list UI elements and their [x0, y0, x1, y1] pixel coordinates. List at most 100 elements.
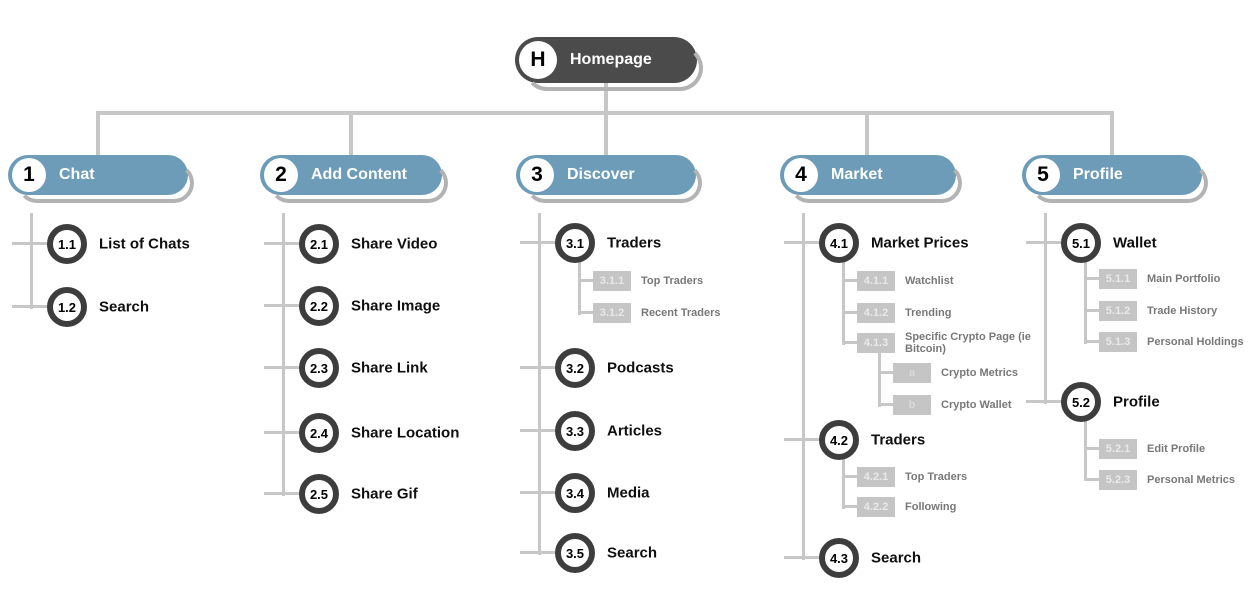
node-4-1-label: Market Prices	[871, 234, 969, 252]
node-4-1-3-a-label: Crypto Metrics	[941, 367, 1019, 379]
node-2-label: Add Content	[311, 166, 407, 183]
node-4-2-1-number: 4.2.1	[857, 467, 895, 487]
node-3-4-label: Media	[607, 484, 650, 502]
connector	[578, 311, 594, 314]
connector	[842, 341, 858, 344]
connector	[264, 431, 299, 434]
connector	[349, 111, 353, 156]
connector	[1044, 213, 1047, 404]
connector	[1084, 309, 1100, 312]
node-3-5-label: Search	[607, 544, 658, 562]
node-5-2-1-number: 5.2.1	[1099, 439, 1137, 459]
node-2-2-label: Share Image	[351, 297, 441, 315]
connector	[878, 353, 881, 407]
node-3-discover: 3 Discover	[516, 155, 702, 203]
connector	[520, 366, 555, 369]
node-5-1-2-label: Trade History	[1147, 305, 1218, 317]
connector	[578, 279, 594, 282]
node-3-1-number: 3.1	[555, 223, 595, 263]
node-5-1-2-number: 5.1.2	[1099, 301, 1137, 321]
connector	[784, 241, 819, 244]
node-3-2-label: Podcasts	[607, 359, 674, 377]
node-4-1-3-label: Specific Crypto Page (ie Bitcoin)	[905, 330, 1031, 355]
node-3-5-number: 3.5	[555, 533, 595, 573]
node-3-1-1-number: 3.1.1	[593, 271, 631, 291]
node-4-1-1-label: Watchlist	[905, 275, 954, 287]
connector	[878, 371, 894, 374]
node-4-label: Market	[831, 166, 883, 183]
node-5-1-label: Wallet	[1113, 234, 1157, 252]
node-4-2-2-label: Following	[905, 501, 957, 513]
node-5-number: 5	[1026, 158, 1060, 192]
node-3-3-label: Articles	[607, 422, 663, 440]
connector	[520, 429, 555, 432]
node-3-4-number: 3.4	[555, 473, 595, 513]
node-4-1-number: 4.1	[819, 223, 859, 263]
node-1-1-number: 1.1	[47, 224, 87, 264]
node-4-1-3-a-number: a	[893, 363, 931, 383]
connector	[264, 366, 299, 369]
connector	[12, 305, 47, 308]
connector	[842, 458, 845, 509]
node-2-number: 2	[264, 158, 298, 192]
node-1-chat: 1 Chat	[8, 155, 194, 203]
connector	[538, 213, 541, 555]
node-1-2-number: 1.2	[47, 287, 87, 327]
connector	[1110, 111, 1114, 156]
node-5-profile: 5 Profile	[1022, 155, 1208, 203]
node-5-1-3-number: 5.1.3	[1099, 332, 1137, 352]
node-2-2-number: 2.2	[299, 286, 339, 326]
node-4-1-3-b-number: b	[893, 395, 931, 415]
connector	[1084, 340, 1100, 343]
connector	[1026, 400, 1061, 403]
node-2-5-label: Share Gif	[351, 485, 418, 503]
node-2-5-number: 2.5	[299, 474, 339, 514]
connector	[784, 556, 819, 559]
connector	[604, 111, 608, 156]
node-2-1-number: 2.1	[299, 224, 339, 264]
connector	[842, 279, 858, 282]
connector	[865, 111, 869, 156]
node-3-2-number: 3.2	[555, 348, 595, 388]
node-3-1-2-number: 3.1.2	[593, 303, 631, 323]
node-homepage-number: H	[519, 41, 557, 79]
node-1-2-label: Search	[99, 298, 150, 316]
connector	[282, 213, 285, 496]
node-4-2-number: 4.2	[819, 420, 859, 460]
node-4-number: 4	[784, 158, 818, 192]
node-3-1-1-label: Top Traders	[641, 275, 704, 287]
connector	[264, 242, 299, 245]
node-1-label: Chat	[59, 166, 95, 183]
node-5-2-3-number: 5.2.3	[1099, 470, 1137, 490]
node-1-1-label: List of Chats	[99, 235, 190, 253]
connector	[264, 304, 299, 307]
node-4-1-2-number: 4.1.2	[857, 303, 895, 323]
node-2-1-label: Share Video	[351, 235, 438, 253]
node-2-3-label: Share Link	[351, 359, 428, 377]
node-2-3-number: 2.3	[299, 348, 339, 388]
connector	[604, 83, 608, 113]
node-5-1-number: 5.1	[1061, 223, 1101, 263]
connector	[1084, 478, 1100, 481]
connector	[802, 213, 805, 560]
node-4-1-1-number: 4.1.1	[857, 271, 895, 291]
node-5-label: Profile	[1073, 166, 1123, 183]
connector	[842, 261, 845, 345]
node-4-2-label: Traders	[871, 431, 926, 449]
node-4-2-2-number: 4.2.2	[857, 497, 895, 517]
connector	[520, 551, 555, 554]
node-3-3-number: 3.3	[555, 411, 595, 451]
node-homepage: H Homepage	[515, 37, 703, 91]
node-5-2-number: 5.2	[1061, 382, 1101, 422]
connector	[1084, 277, 1100, 280]
connector	[520, 241, 555, 244]
node-4-3-number: 4.3	[819, 538, 859, 578]
connector	[12, 242, 47, 245]
connector	[96, 111, 100, 156]
connector	[1084, 420, 1087, 481]
node-4-1-2-label: Trending	[905, 307, 952, 319]
node-3-number: 3	[520, 158, 554, 192]
connector	[30, 213, 33, 309]
node-4-1-3-b-label: Crypto Wallet	[941, 399, 1012, 411]
